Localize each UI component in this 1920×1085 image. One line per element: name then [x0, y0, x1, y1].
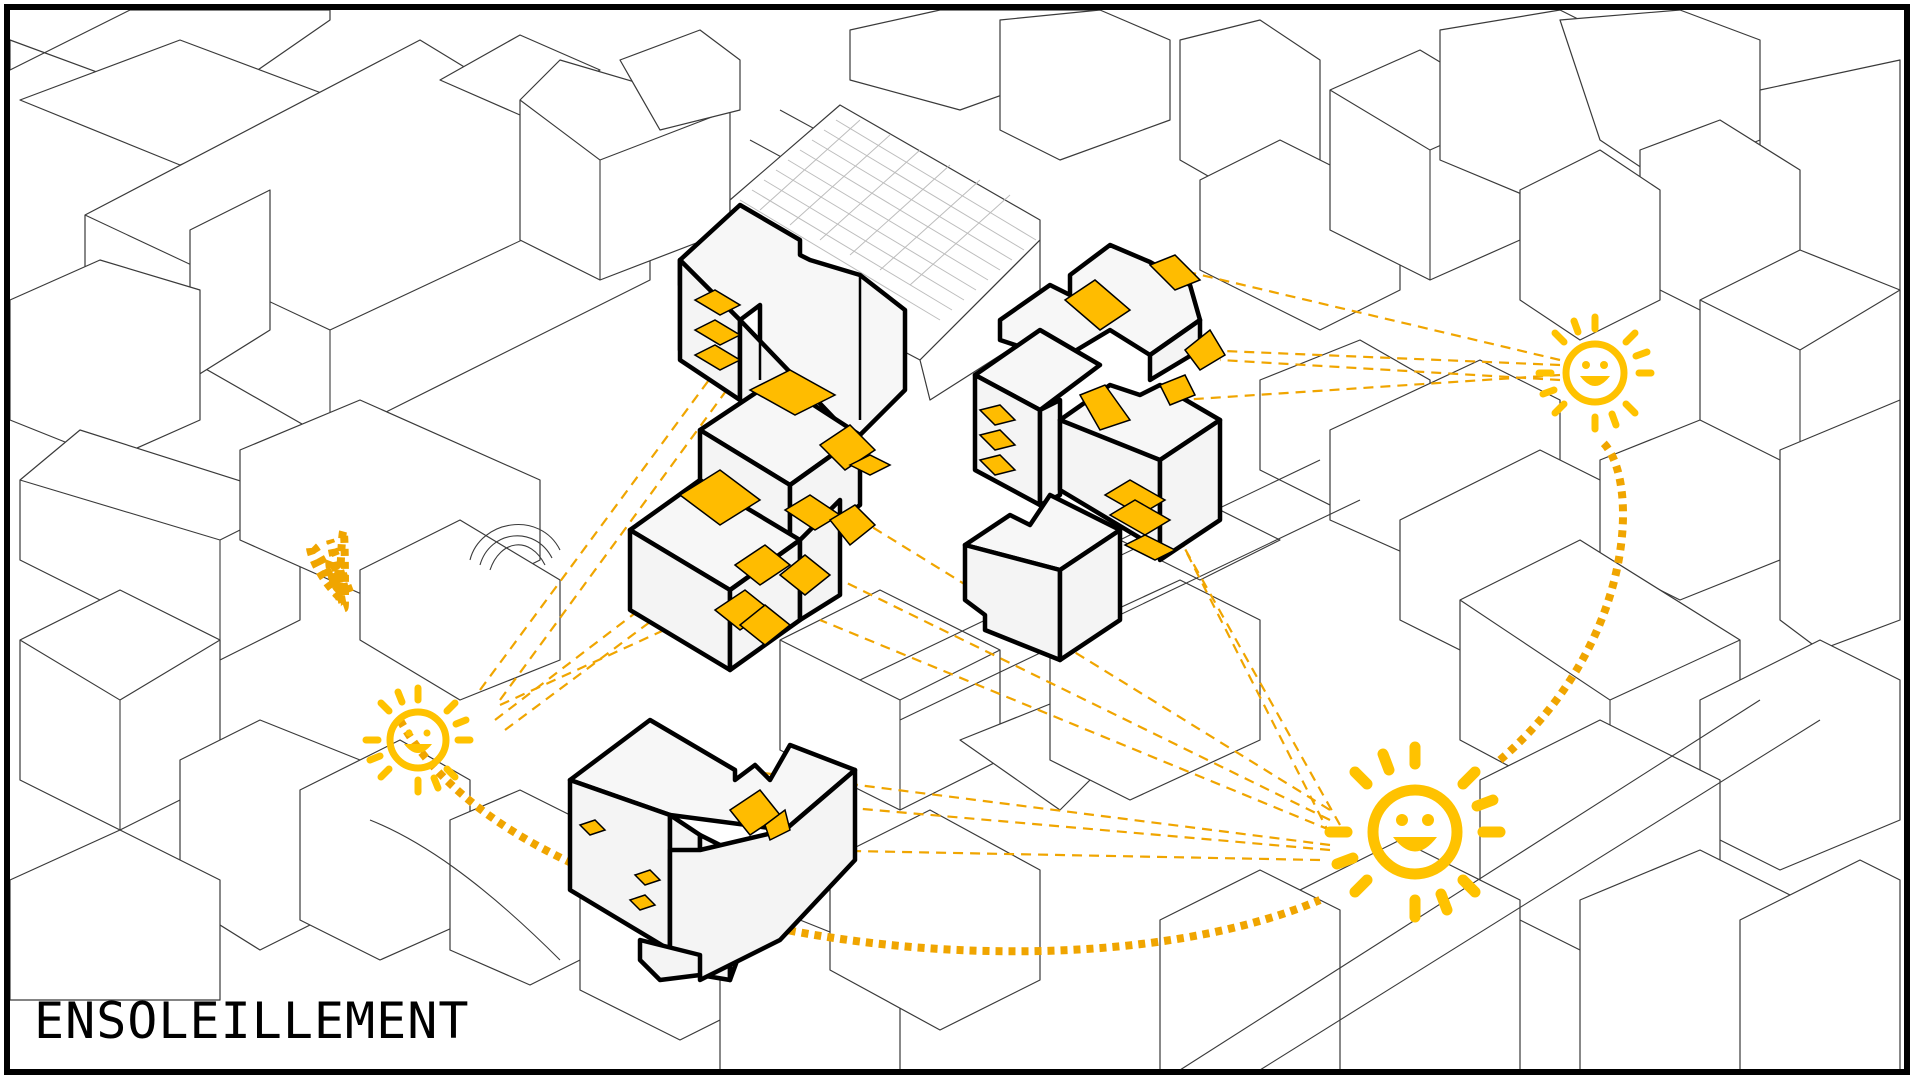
- sun-face-icon: [1562, 340, 1628, 406]
- evening-sun: [1535, 313, 1655, 433]
- sun-rays-icon: [1324, 741, 1506, 923]
- sunlit-windows: [578, 254, 1227, 911]
- morning-sun: [362, 684, 474, 796]
- sun-rays-icon: [1535, 313, 1655, 433]
- sun-paths: [306, 436, 1627, 956]
- diagram-frame: [4, 4, 1910, 1075]
- noon-sun: [1324, 741, 1506, 923]
- diagram-title: ENSOLEILLEMENT: [34, 992, 470, 1050]
- sun-face-icon: [386, 708, 450, 772]
- context-buildings: [9, 9, 1901, 1071]
- sun-face-icon: [1367, 784, 1463, 880]
- sun-rays-icon: [362, 684, 474, 796]
